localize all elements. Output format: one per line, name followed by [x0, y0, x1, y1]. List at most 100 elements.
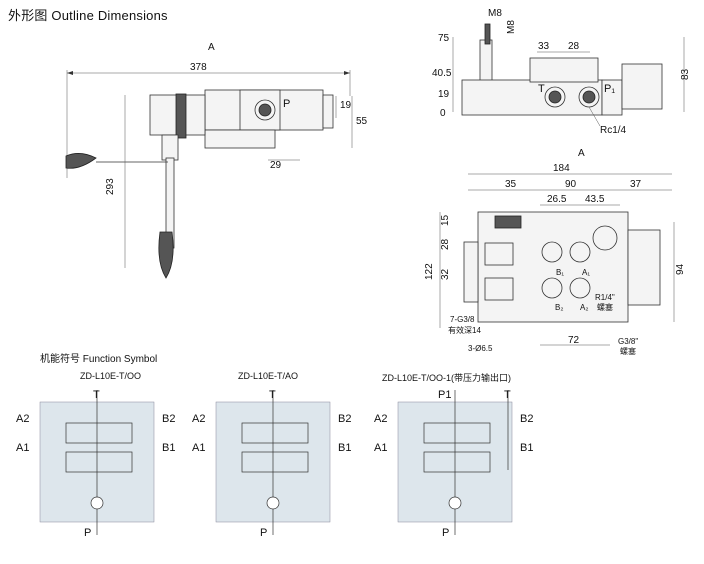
port-a1-label: A1 — [374, 442, 387, 454]
spool-box-2 — [423, 451, 491, 473]
dim-94-label: 94 — [675, 263, 686, 275]
end-cap — [322, 94, 334, 129]
port-t-label: T — [504, 389, 511, 401]
port-a1-label: A1 — [192, 442, 205, 454]
dim-19-end-label: 19 — [438, 89, 450, 100]
note-plug1: 螺塞 — [597, 302, 613, 312]
port-a1-label: A₁ — [582, 268, 590, 277]
arrow-right-icon — [344, 71, 350, 75]
check-valve-icon — [266, 496, 280, 510]
port-a2-label: A2 — [374, 413, 387, 425]
check-valve-icon — [90, 496, 104, 510]
port-b2-label: B2 — [162, 413, 175, 425]
symbol-label-1: ZD-L10E-T/OO — [80, 371, 142, 381]
thread-rc-label: Rc1/4 — [600, 125, 627, 136]
hole-depth-label: 有效深14 — [448, 325, 481, 335]
top-handle-mount — [494, 215, 522, 229]
port-b2-label: B2 — [520, 413, 533, 425]
arrow-left-icon — [67, 71, 73, 75]
port-a1-label: A1 — [16, 442, 29, 454]
port-top-circle — [592, 225, 618, 251]
dim-122-label: 122 — [424, 263, 435, 280]
spool-box-1 — [65, 422, 133, 444]
function-symbol-3: P1 T P A2 B2 A1 B1 — [374, 389, 533, 539]
hole-thread-label: 7-G3/8 — [450, 315, 475, 324]
top-view: A 184 35 90 37 26.5 43.5 B₁ A₁ B₂ A₂ R1/… — [424, 148, 686, 356]
dim-43-5-label: 43.5 — [585, 194, 605, 205]
port-p-label: P — [442, 527, 449, 539]
port-p1-label: P₁ — [604, 83, 615, 95]
lever-pin — [484, 23, 491, 45]
port-t-label: T — [269, 389, 276, 401]
symbol-label-2: ZD-L10E-T/AO — [238, 371, 299, 381]
page-title: 外形图 Outline Dimensions — [8, 8, 168, 23]
dim-55-label: 55 — [356, 116, 368, 127]
handle-pivot — [161, 134, 179, 161]
port-a2-label: A2 — [192, 413, 205, 425]
port-b1-label: B1 — [162, 442, 175, 454]
handle-nut — [175, 93, 187, 139]
handle-grip-tilted-icon — [65, 153, 97, 169]
function-symbol-2: T P A2 B2 A1 B1 — [192, 389, 351, 539]
dim-378-label: 378 — [190, 62, 207, 73]
port-b1-circle — [541, 241, 563, 263]
port-b2-circle — [541, 277, 563, 299]
port-t-label: T — [93, 389, 100, 401]
spool-box-1 — [241, 422, 309, 444]
dim-m8b-label: M8 — [506, 20, 517, 34]
end-block-right — [621, 63, 663, 110]
dim-293-label: 293 — [105, 178, 116, 195]
port-p-label: P — [260, 527, 267, 539]
dim-83-label: 83 — [680, 68, 691, 80]
port-b1-label: B₁ — [556, 268, 564, 277]
dim-40-5-label: 40.5 — [432, 68, 452, 79]
port-p1-bore — [582, 90, 596, 104]
port-p1-label: P1 — [438, 389, 451, 401]
handle-grip-icon — [158, 231, 174, 279]
port-b2-label: B₂ — [555, 303, 563, 312]
port-p-label: P — [84, 527, 91, 539]
dim-33-label: 33 — [538, 41, 550, 52]
port-a2-label: A2 — [16, 413, 29, 425]
port-b2-label: B2 — [338, 413, 351, 425]
leader-rc — [588, 106, 601, 127]
dim-29-label: 29 — [270, 160, 282, 171]
side-view: A 378 P 19 55 29 293 — [65, 42, 368, 279]
dim-90-label: 90 — [565, 179, 577, 190]
port-b1-label: B1 — [338, 442, 351, 454]
hole-mount-label: 3-Ø6.5 — [468, 344, 493, 353]
function-symbol-1: T P A2 B2 A1 B1 — [16, 389, 175, 539]
port-a2-circle — [569, 277, 591, 299]
dim-m8a-label: M8 — [488, 8, 502, 19]
port-t-label: T — [538, 83, 545, 95]
port-a1-circle — [569, 241, 591, 263]
end-top-block — [529, 57, 599, 83]
lower-block — [204, 129, 276, 149]
dim-35-label: 35 — [505, 179, 517, 190]
top-body-left — [463, 241, 479, 303]
note-r14: R1/4" — [595, 293, 615, 302]
dim-15-label: 15 — [440, 214, 451, 226]
dim-72-label: 72 — [568, 335, 580, 346]
symbol-label-3: ZD-L10E-T/OO-1(带压力输出口) — [382, 373, 512, 383]
dim-0-label: 0 — [440, 108, 446, 119]
spool-upper — [484, 242, 514, 266]
dim-26-5-label: 26.5 — [547, 194, 567, 205]
note-plug2: 螺塞 — [620, 346, 636, 356]
spool-box-2 — [65, 451, 133, 473]
function-symbol-title: 机能符号 Function Symbol — [40, 354, 158, 365]
end-view: M8 M8 75 40.5 19 0 T P₁ 33 28 83 Rc1/4 — [432, 8, 691, 136]
note-g38: G3/8" — [618, 337, 638, 346]
dim-28-top-label: 28 — [440, 238, 451, 250]
port-p-label: P — [283, 98, 290, 110]
port-t-bore — [548, 90, 562, 104]
port-p-bore — [258, 103, 272, 117]
top-body-right — [627, 229, 661, 306]
port-b1-label: B1 — [520, 442, 533, 454]
check-valve-icon — [448, 496, 462, 510]
section-a-label: A — [578, 148, 585, 159]
spool-box-2 — [241, 451, 309, 473]
dim-184-label: 184 — [553, 163, 570, 174]
spool-box-1 — [423, 422, 491, 444]
